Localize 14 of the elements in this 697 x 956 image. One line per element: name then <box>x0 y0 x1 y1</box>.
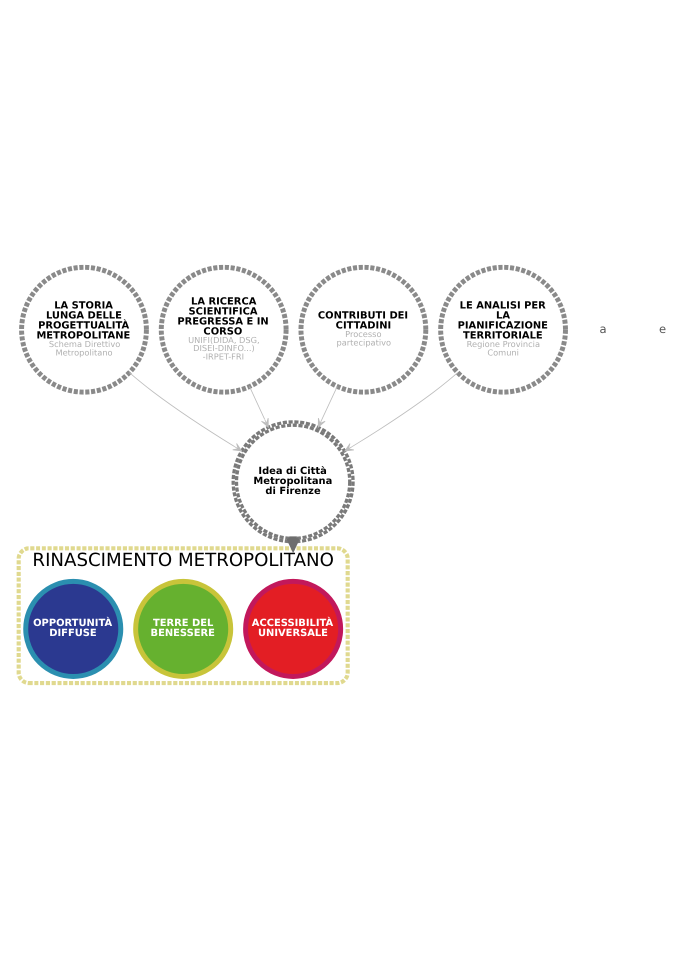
arrow <box>318 386 338 428</box>
node-circle: TERRE DEL BENESSERE <box>133 578 234 678</box>
node-circle: LA STORIA LUNGA DELLE PROGETTUALITÀ METROPOLITANE Schema Direttivo Metropolitano <box>19 264 149 394</box>
node-circle: CONTRIBUTI DEI CITTADINI Processo partecipativo <box>298 264 428 394</box>
label: e <box>659 321 666 336</box>
arrow <box>249 386 269 428</box>
node-circle: LA RICERCA SCIENTIFICA PREGRESSA E IN CORSO UNIFI(DIDA, DSG, DISEI-DINFO...) -IRPET-FRI <box>158 264 289 394</box>
arrow <box>129 372 242 451</box>
label: a <box>600 321 607 336</box>
arrow <box>344 372 458 451</box>
arrow <box>286 536 300 550</box>
node-circle: ACCESSIBILITÀ UNIVERSALE <box>243 578 344 678</box>
node-circle: LE ANALISI PER LA PIANIFICAZIONE TERRITORIALE Regione Provincia Comuni <box>438 264 568 394</box>
node-circle: OPPORTUNITÀ DIFFUSE <box>23 578 124 678</box>
